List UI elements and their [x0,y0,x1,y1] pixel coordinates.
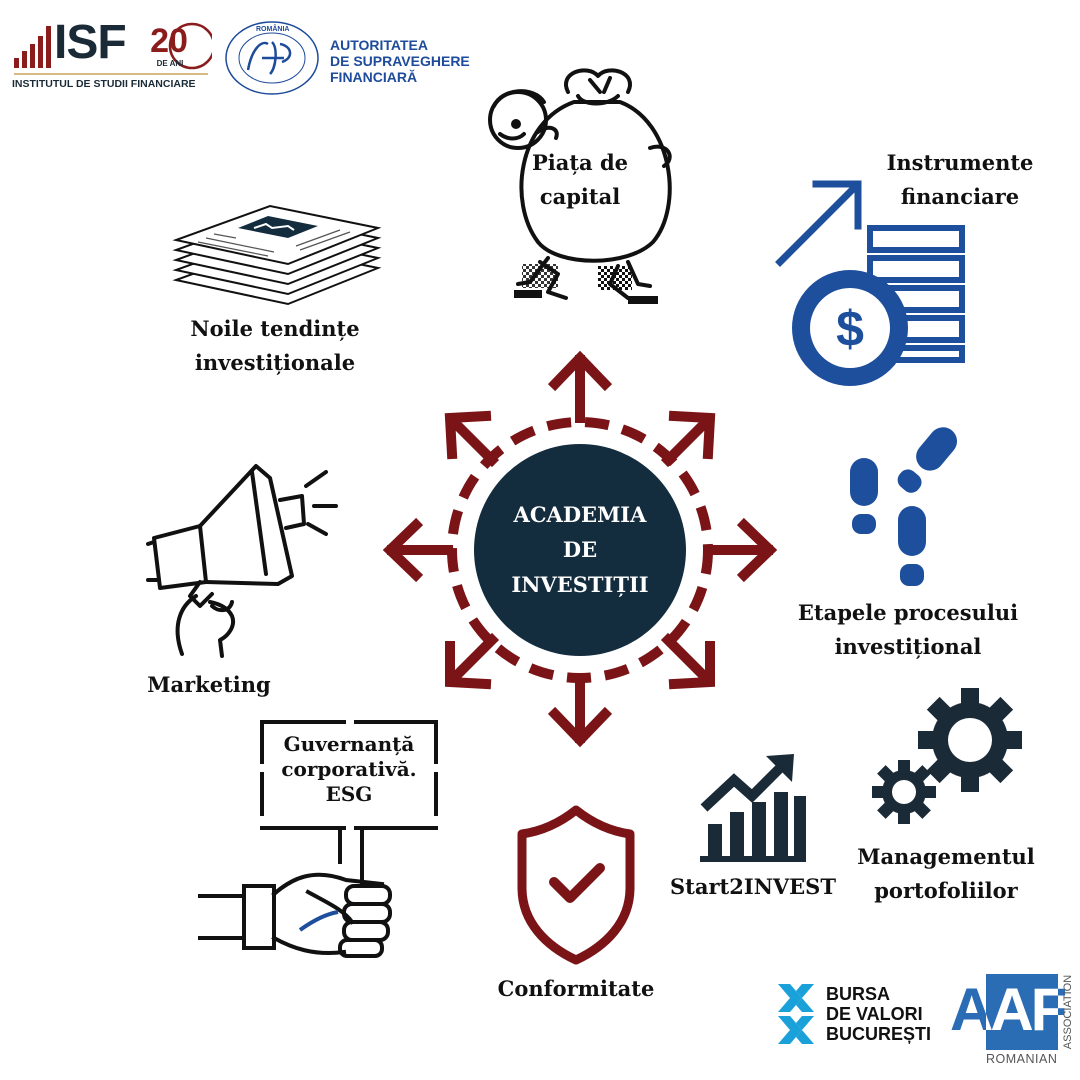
isf-name: ISF [54,16,127,69]
arrow-up-right [660,410,716,468]
label-conformitate: Conformitate [486,972,666,1006]
isf-logo: ISF 20 DE ANI INSTITUTUL DE STUDII FINAN… [12,16,216,93]
aaf-bottom: ROMANIAN [986,1052,1058,1066]
arrow-right [707,517,778,583]
noile-line2: investiționale [194,350,356,375]
start2invest-line1: Start2INVEST [670,874,836,899]
bvb-line1: BURSA [826,984,891,1004]
arrow-up-left [444,410,500,468]
arrow-down [547,677,613,748]
guvernanta-line1: Guvernanță [283,732,415,756]
label-start2invest: Start2INVEST [660,870,846,904]
isf-subtitle: INSTITUTUL DE STUDII FINANCIARE [12,78,196,90]
label-managementul-portofoliilor: Managementul portofoliilor [846,840,1046,908]
hand-sign-icon [198,720,438,958]
conformitate-line1: Conformitate [497,976,655,1001]
label-marketing: Marketing [130,668,288,702]
etapele-line2: investițional [834,634,982,659]
arrow-down-left [444,632,500,690]
asf-line1: AUTORITATEA [330,37,428,53]
marketing-line1: Marketing [147,672,271,697]
arrow-up [547,350,613,423]
management-line2: portofoliilor [874,878,1018,903]
footprints-icon [850,427,957,586]
arrow-down-right [660,632,716,690]
center-line2: DE [562,537,598,562]
piata-line2: capital [539,184,621,209]
money-bag-man-icon [488,68,672,304]
bvb-line3: BUCUREȘTI [826,1024,932,1044]
etapele-line1: Etapele procesului [797,600,1019,625]
newspaper-icon [172,204,382,306]
asf-line2: DE SUPRAVEGHERE [330,53,470,69]
noile-line1: Noile tendințe [190,316,360,341]
center-circle [474,444,686,656]
isf-years: 20 [150,22,188,60]
asf-seal-top: ROMÂNIA [256,26,290,33]
management-line1: Managementul [857,844,1035,869]
label-piata-de-capital: Piața de capital [520,146,640,214]
label-etapele-procesului: Etapele procesului investițional [786,596,1030,664]
arrow-left [382,517,453,583]
center-line3: INVESTIȚII [511,572,649,597]
center-title: ACADEMIA DE INVESTIȚII [480,497,680,602]
bvb-line2: DE VALORI [826,1004,923,1024]
asf-logo: ROMÂNIA AUTORITATEA DE SUPRAVEGHERE FINA… [222,18,472,98]
label-instrumente-financiare: Instrumente financiare [880,146,1040,214]
bvb-mark-icon [778,984,814,1044]
center-line1: ACADEMIA [513,502,647,527]
instrumente-line2: financiare [900,184,1020,209]
piata-line1: Piața de [531,150,629,175]
shield-check-icon [517,805,635,965]
asf-seal-icon [225,21,319,95]
svg-text:$: $ [836,301,864,357]
growth-chart-icon [700,754,806,862]
asf-line3: FINANCIARĂ [330,69,418,85]
aaf-logo: AAF AAF ROMANIAN ASSOCIATION [948,966,1076,1072]
label-noile-tendinte: Noile tendințe investiționale [160,312,390,380]
aaf-name-overlay: AAF [986,974,1058,1050]
isf-years-label: DE ANI [156,59,184,68]
bvb-logo: BURSA DE VALORI BUCUREȘTI [774,982,942,1048]
guvernanta-line2: corporativă. [281,757,417,781]
megaphone-icon [146,464,338,658]
gears-icon [872,688,1022,824]
instrumente-line1: Instrumente [886,150,1034,175]
dollar-coins-icon: $ [775,180,965,386]
aaf-box [986,974,1058,1050]
aaf-name-white: AAF [986,976,1058,1043]
aaf-name: AAF [950,976,1067,1043]
aaf-side: ASSOCIATION [1062,974,1074,1050]
guvernanta-line3: ESG [325,782,373,806]
radial-arrows [382,350,778,748]
label-guvernanta: Guvernanță corporativă. ESG [264,732,434,807]
